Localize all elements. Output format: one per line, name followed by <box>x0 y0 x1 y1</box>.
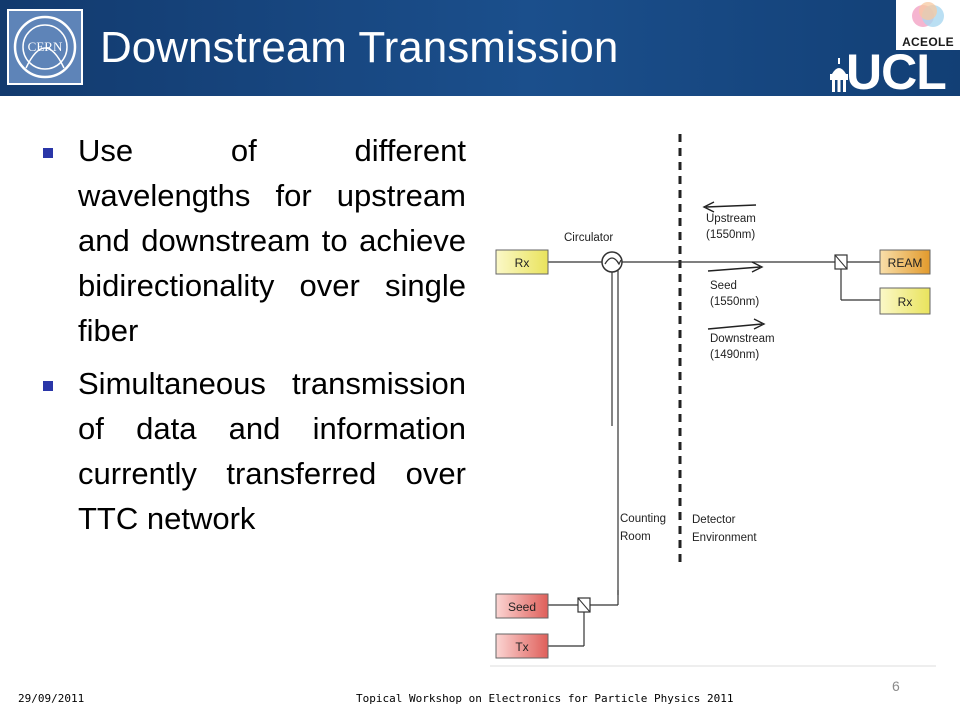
bullet-item: Simultaneous transmission of data and in… <box>40 361 466 541</box>
square-bullet-icon <box>43 148 53 158</box>
upstream-arrow-icon <box>705 204 757 208</box>
transmission-diagram: Circulator Rx Seed Tx REAM Rx Upstream (… <box>490 134 936 667</box>
detector-label-1: Detector <box>692 514 736 526</box>
downstream-arrow-icon <box>707 323 763 330</box>
cern-logo-icon: CERN <box>7 9 83 85</box>
bullet-list: Use of different wavelengths for upstrea… <box>40 128 466 549</box>
ucl-logo-icon <box>824 50 960 96</box>
circulator-label: Circulator <box>564 232 613 244</box>
counting-room-label-2: Room <box>620 531 651 543</box>
upstream-wavelength: (1550nm) <box>706 229 755 241</box>
seed-wavelength: (1550nm) <box>710 296 759 308</box>
rx-left-label: Rx <box>515 256 530 270</box>
tx-box <box>495 633 549 659</box>
rx-left-box <box>495 249 549 275</box>
square-bullet-icon <box>43 381 53 391</box>
ream-label: REAM <box>888 256 923 270</box>
seed-box <box>495 593 549 619</box>
footer-date: 29/09/2011 <box>18 692 85 705</box>
footer-event: Topical Workshop on Electronics for Part… <box>356 692 734 705</box>
aceole-logo-icon: ACEOLE <box>896 0 960 50</box>
ucl-logo-text: UCL <box>846 44 947 100</box>
tx-box-label: Tx <box>515 640 528 654</box>
circulator-icon <box>601 251 623 273</box>
rx-right-box <box>879 287 931 315</box>
cern-logo-text: CERN <box>28 39 63 54</box>
seed-box-label: Seed <box>508 600 536 614</box>
downstream-wavelength: (1490nm) <box>710 349 759 361</box>
aceole-logo-text: ACEOLE <box>902 35 954 49</box>
page-title: Downstream Transmission <box>100 23 619 72</box>
seed-arrow-icon <box>707 266 761 272</box>
header-bar: CERN Downstream Transmission <box>0 0 960 96</box>
bullet-text: Simultaneous transmission of data and in… <box>78 366 466 536</box>
seed-label: Seed <box>710 280 737 292</box>
counting-room-label-1: Counting <box>620 513 666 525</box>
downstream-label: Downstream <box>710 333 775 345</box>
page-number: 6 <box>892 678 900 694</box>
bullet-item: Use of different wavelengths for upstrea… <box>40 128 466 353</box>
bullet-text: Use of different wavelengths for upstrea… <box>78 133 466 348</box>
rx-right-label: Rx <box>898 295 913 309</box>
upstream-label: Upstream <box>706 213 756 225</box>
ream-box <box>879 249 931 275</box>
detector-label-2: Environment <box>692 532 757 544</box>
